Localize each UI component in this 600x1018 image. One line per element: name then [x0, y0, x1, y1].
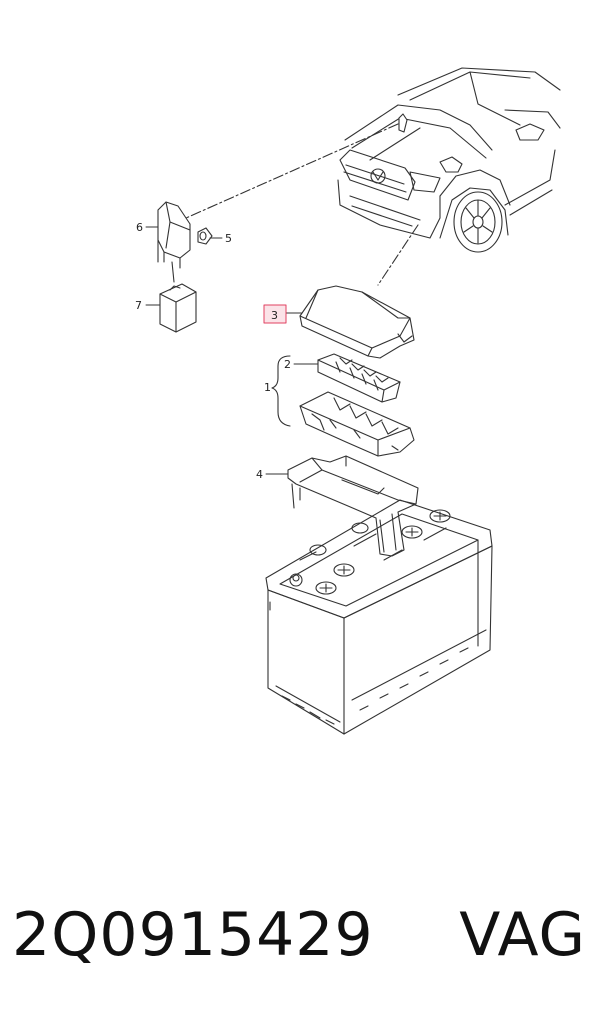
part-7-module — [159, 283, 197, 333]
part-5-nut — [197, 227, 213, 245]
callout-4: 4 — [256, 468, 263, 481]
battery — [265, 499, 493, 735]
callout-6: 6 — [136, 221, 143, 234]
callout-2: 2 — [284, 358, 291, 371]
part-1-brace — [271, 355, 291, 427]
callout-leaders — [145, 226, 319, 475]
callout-1: 1 — [264, 381, 271, 394]
callout-5: 5 — [225, 232, 232, 245]
brand-name: VAG — [459, 900, 586, 970]
leader-lines — [185, 123, 419, 286]
part-4-tray — [287, 455, 419, 557]
part-3-fusebox-cover — [299, 285, 415, 359]
callout-3: 3 — [271, 309, 278, 322]
vehicle-illustration — [337, 67, 561, 253]
fusebox-base — [299, 391, 415, 457]
callout-3-highlight — [263, 304, 287, 324]
part-2-fuse-strip — [317, 353, 401, 403]
parts-diagram: 1 2 3 4 5 6 7 — [135, 67, 561, 735]
part-number-footer: 2Q0915429 VAG — [0, 880, 600, 990]
callout-7: 7 — [135, 299, 142, 312]
part-number: 2Q0915429 — [12, 900, 374, 970]
part-6-bracket — [157, 201, 191, 283]
